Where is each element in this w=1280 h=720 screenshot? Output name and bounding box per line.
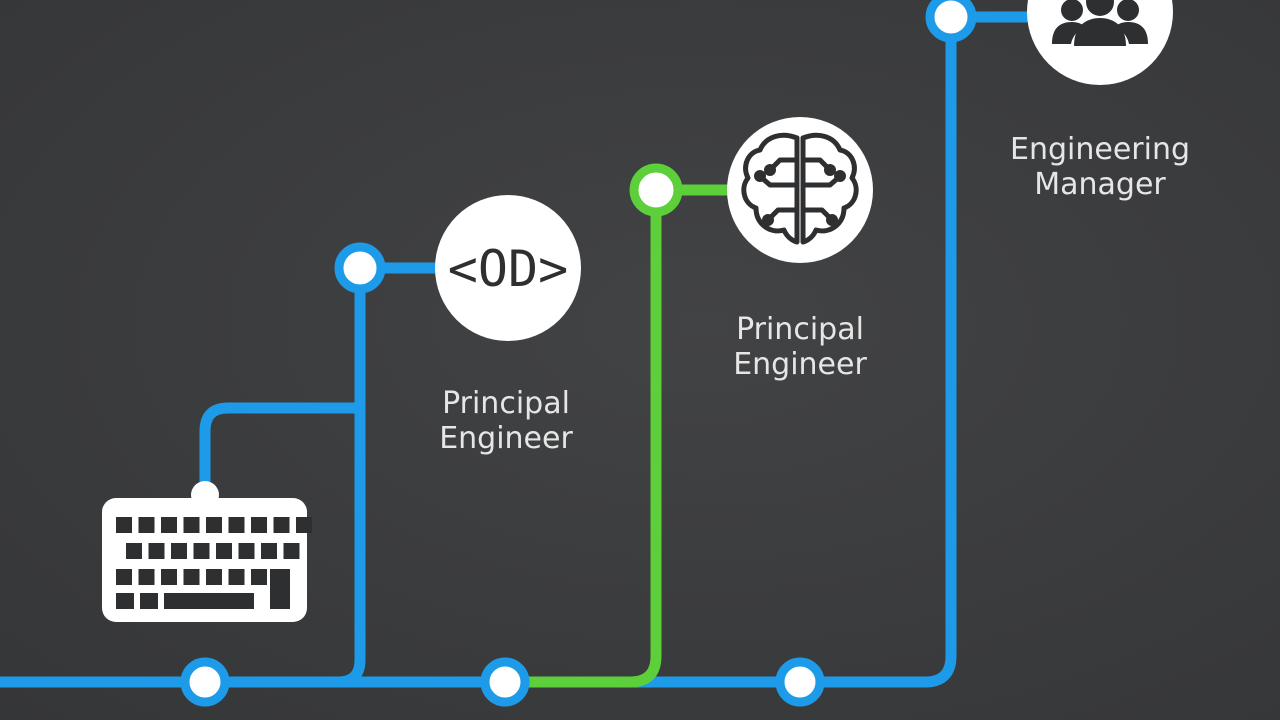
- keyboard-key: [238, 543, 255, 559]
- keyboard-key: [206, 569, 222, 585]
- keyboard-key: [116, 593, 134, 609]
- keyboard-key: [171, 543, 187, 559]
- keyboard-key: [116, 517, 132, 533]
- station-label-team-line1: Engineering: [1010, 132, 1190, 167]
- code-icon-text: <OD>: [448, 240, 568, 298]
- station-label-brain-line2: Engineer: [733, 347, 867, 382]
- keyboard-key: [183, 569, 200, 585]
- keyboard-key: [216, 543, 232, 559]
- branch-track-code: [332, 262, 446, 688]
- keyboard-key: [206, 517, 222, 533]
- keyboard-key: [138, 517, 155, 533]
- station-label-brain: Principal Engineer: [680, 312, 920, 382]
- keyboard-key: [116, 569, 132, 585]
- keyboard-key: [148, 543, 165, 559]
- keyboard-key: [273, 517, 290, 533]
- keyboard-key: [251, 569, 267, 585]
- keyboard-key: [138, 569, 155, 585]
- station-label-brain-line1: Principal: [736, 312, 864, 347]
- node-brain: [629, 163, 683, 217]
- keyboard-key: [296, 517, 312, 533]
- node-code: [334, 242, 386, 294]
- node-main-2: [480, 657, 530, 707]
- branch-track-team: [919, 11, 1041, 688]
- station-label-team: Engineering Manager: [980, 132, 1220, 202]
- keyboard-icon: [102, 481, 312, 622]
- keyboard-key: [161, 517, 177, 533]
- keyboard-key: [140, 593, 158, 609]
- node-main-3: [775, 657, 825, 707]
- station-label-code-line1: Principal: [442, 386, 570, 421]
- station-label-team-line2: Manager: [1034, 167, 1166, 202]
- keyboard-key: [161, 569, 177, 585]
- station-label-code-line2: Engineer: [439, 421, 573, 456]
- keyboard-key: [183, 517, 200, 533]
- keyboard-key: [228, 569, 245, 585]
- keyboard-key: [251, 517, 267, 533]
- node-main-1: [180, 657, 230, 707]
- keyboard-key: [126, 543, 142, 559]
- brain-circuit-icon: [727, 117, 873, 263]
- keyboard-key: [261, 543, 277, 559]
- station-nodes: [180, 0, 977, 707]
- branch-track-brain: [624, 184, 741, 688]
- keyboard-enter-key: [270, 569, 290, 609]
- keyboard-key: [228, 517, 245, 533]
- team-icon: [1027, 0, 1173, 85]
- code-icon: <OD>: [435, 195, 581, 341]
- keyboard-key: [283, 543, 300, 559]
- keyboard-key: [193, 543, 210, 559]
- branch-track-keyboard: [199, 402, 366, 501]
- node-team: [925, 0, 977, 43]
- keyboard-spacebar: [164, 593, 254, 609]
- station-label-code: Principal Engineer: [386, 386, 626, 456]
